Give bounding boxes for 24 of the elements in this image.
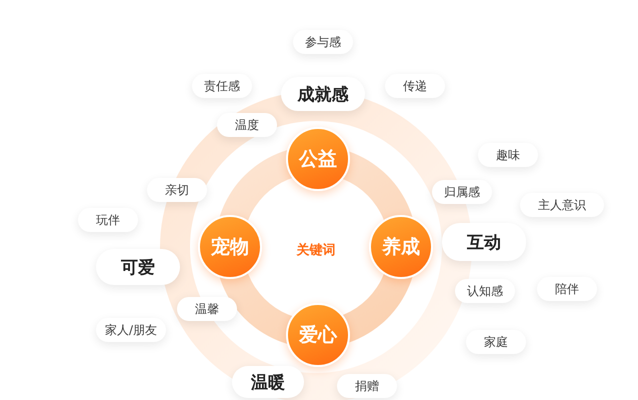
keyword-tag: 传递 — [385, 74, 445, 98]
keyword-tag: 主人意识 — [520, 193, 604, 217]
keyword-tag: 捐赠 — [337, 374, 397, 398]
keyword-tag: 互动 — [442, 223, 526, 261]
keyword-tag: 温暖 — [232, 366, 304, 398]
keyword-tag: 家庭 — [466, 330, 526, 354]
category-circle: 爱心 — [286, 303, 350, 367]
keyword-tag: 可爱 — [96, 249, 180, 285]
keyword-tag: 家人/朋友 — [96, 318, 166, 342]
keyword-tag: 温馨 — [177, 297, 237, 321]
keyword-tag: 趣味 — [478, 143, 538, 167]
keyword-tag: 温度 — [217, 113, 277, 137]
keyword-tag: 玩伴 — [78, 208, 138, 232]
keyword-tag: 认知感 — [455, 279, 515, 303]
keyword-tag: 成就感 — [281, 77, 365, 111]
category-circle: 公益 — [286, 127, 350, 191]
keyword-tag: 陪伴 — [537, 277, 597, 301]
category-circle: 宠物 — [198, 215, 262, 279]
category-circle: 养成 — [369, 215, 433, 279]
keyword-tag: 归属感 — [432, 180, 492, 204]
keyword-tag: 责任感 — [192, 74, 252, 98]
keyword-tag: 参与感 — [293, 30, 353, 54]
center-title: 关键词 — [296, 242, 336, 259]
keyword-tag: 亲切 — [147, 178, 207, 202]
